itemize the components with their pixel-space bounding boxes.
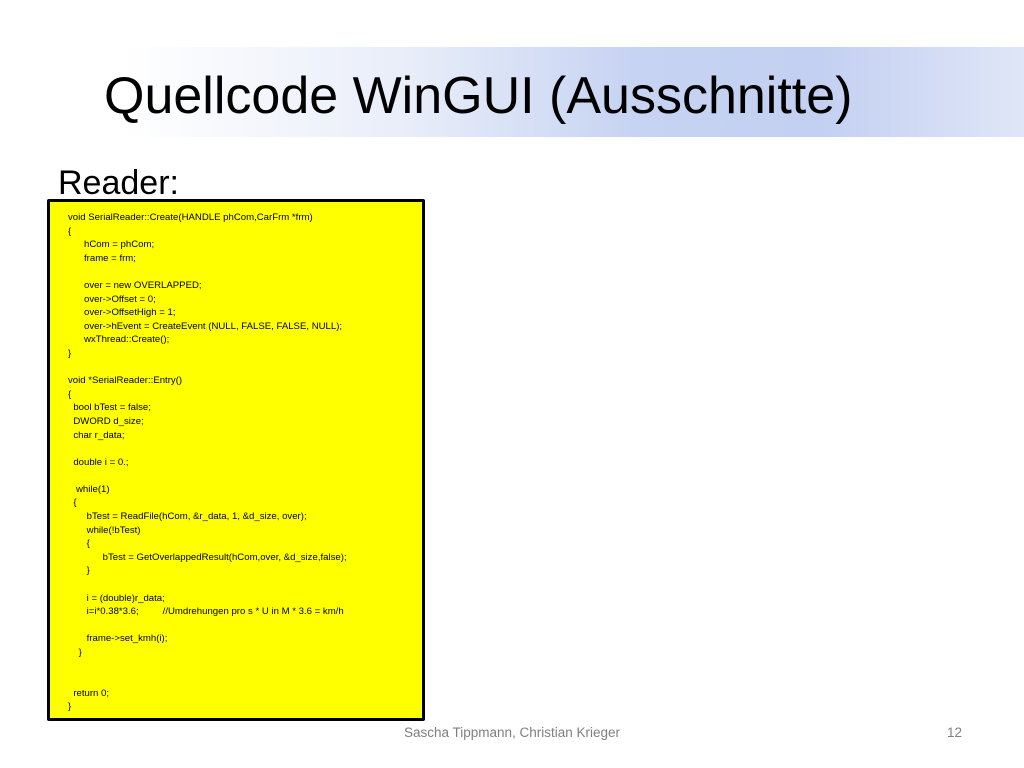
code-box: void SerialReader::Create(HANDLE phCom,C… — [47, 199, 425, 721]
title-band — [0, 47, 1024, 137]
slide-title: Quellcode WinGUI (Ausschnitte) — [104, 67, 853, 125]
code-listing: void SerialReader::Create(HANDLE phCom,C… — [68, 212, 347, 713]
slide-number: 12 — [946, 725, 962, 740]
footer-author: Sascha Tippmann, Christian Krieger — [403, 725, 621, 740]
section-label: Reader: — [58, 164, 179, 202]
